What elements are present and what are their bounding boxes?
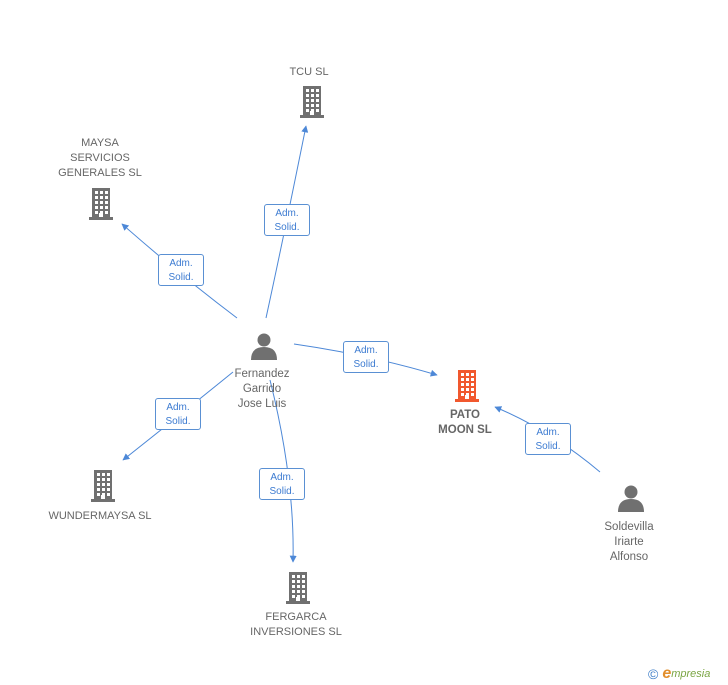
edge-label-fernandez-tcu: Adm. Solid. — [264, 204, 310, 236]
edge-label-fernandez-maysa: Adm. Solid. — [158, 254, 204, 286]
node-label-fergarca[interactable]: FERGARCA INVERSIONES SL — [250, 611, 342, 638]
person-icon-fernandez[interactable] — [251, 333, 277, 361]
node-label-tcu[interactable]: TCU SL — [289, 66, 329, 78]
person-icon-soldevilla[interactable] — [618, 485, 644, 513]
node-label-pato[interactable]: PATO MOON SL — [438, 409, 492, 436]
building-icon-pato[interactable] — [455, 370, 479, 402]
edge-label-fernandez-fergarca: Adm. Solid. — [259, 468, 305, 500]
building-icon-wunder[interactable] — [91, 470, 115, 502]
brand-logo-mark: e — [662, 665, 672, 682]
building-icon-maysa[interactable] — [89, 188, 113, 220]
brand-name: mpresia — [671, 668, 711, 680]
node-label-soldevilla[interactable]: Soldevilla Iriarte Alfonso — [604, 521, 654, 563]
node-label-wunder[interactable]: WUNDERMAYSA SL — [48, 510, 152, 522]
edge-label-fernandez-wunder: Adm. Solid. — [155, 398, 201, 430]
building-icon-tcu[interactable] — [300, 86, 324, 118]
edge-label-soldevilla-pato: Adm. Solid. — [525, 423, 571, 455]
edge-label-fernandez-pato: Adm. Solid. — [343, 341, 389, 373]
node-label-maysa[interactable]: MAYSA SERVICIOS GENERALES SL — [58, 137, 142, 179]
node-label-fernandez[interactable]: Fernandez Garrido Jose Luis — [234, 368, 290, 410]
copyright-icon: © — [648, 666, 659, 682]
building-icon-fergarca[interactable] — [286, 572, 310, 604]
